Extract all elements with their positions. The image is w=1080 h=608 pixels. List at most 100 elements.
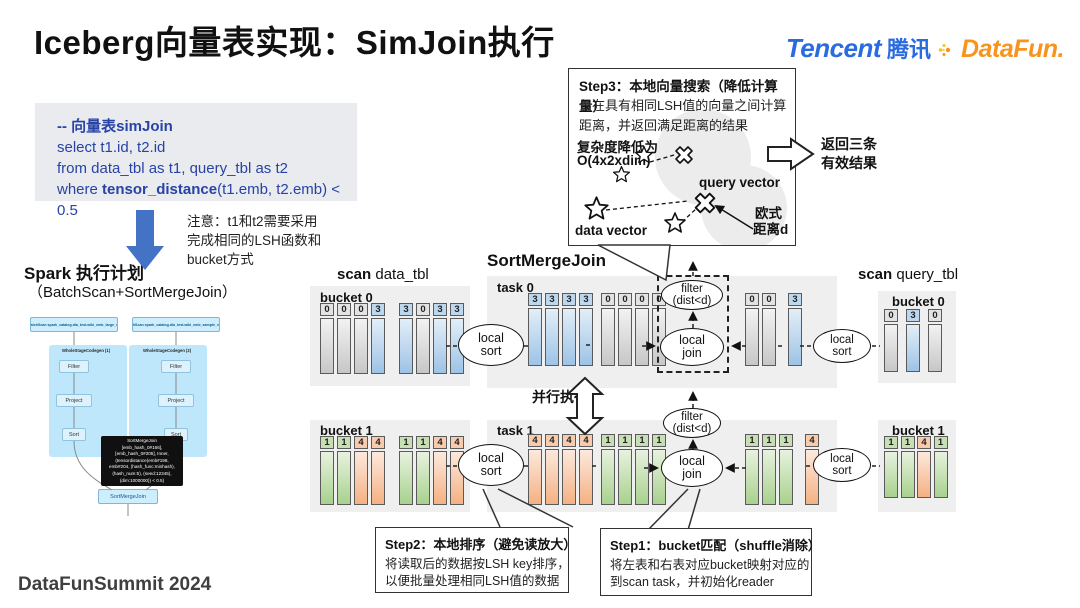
step1-line2: 到scan task，并初始化reader [610,575,774,589]
lsh-bar-column: 4 [579,434,593,505]
lsh-value-chip: 0 [762,293,776,306]
lsh-bar-column: 1 [884,436,898,498]
tencent-cn-logo: 腾讯 [887,37,932,62]
bucket1-left-label: bucket 1 [320,423,373,438]
result-label: 返回三条 有效结果 [821,135,877,173]
dag-stage-label-right: WholeStageCodegen (2) [143,348,192,353]
lsh-value-chip: 1 [900,436,915,449]
note-line: bucket方式 [187,252,254,267]
query-vector-label: query vector [699,175,781,190]
euclid-dist-label2: 距离d [753,222,789,237]
step3-title: Step3：本地向量搜索（降低计算量） [579,79,778,114]
footer-brand: DataFunSummit 2024 [18,574,212,595]
step1-title: Step1：bucket匹配（shuffle消除） [610,538,821,553]
step1-callout: Step1：bucket匹配（shuffle消除） 将左表和右表对应bucket… [600,528,821,596]
lsh-value-chip: 4 [562,434,576,447]
bucket0-right-label: bucket 0 [892,294,945,309]
sql-line-where: where tensor_distance(t1.emb, t2.emb) < … [57,181,341,219]
lsh-value-chip: 0 [928,309,942,322]
step3-complexity2: O(4x2xdim) [577,153,651,168]
data-file-bar [601,308,615,366]
data-file-bar [416,318,430,374]
euclid-dist-label1: 欧式 [755,206,782,221]
dag-filter-left: Filter [59,360,89,373]
data-file-bar [354,451,368,505]
step3-callout: Step3：本地向量搜索（降低计算量） 仅在具有相同LSH值的向量之间计算 距离… [568,68,796,246]
dag-batchscan-left: BatchScan spark_catalog.dla_test.wiki_em… [30,317,118,332]
dag-stage-label-left: WholeStageCodegen (1) [62,348,111,353]
spark-plan-heading: Spark 执行计划 [24,264,144,283]
logo-area: Tencent 腾讯 DataFun. [785,32,1065,64]
lsh-bar-column: 3 [433,303,447,374]
step3-body2: 距离，并返回满足距离的结果 [579,118,749,133]
scan-query-tbl-label: scan query_tbl [858,266,959,283]
lsh-value-chip: 1 [618,434,632,447]
tencent-logo: Tencent [785,33,882,63]
lsh-value-chip: 3 [371,303,385,316]
lsh-bar-column: 0 [320,303,334,374]
lsh-bar-column: 1 [900,436,915,498]
step2-line2: 以便批量处理相同LSH值的数据 [385,574,560,588]
lsh-value-chip: 4 [579,434,593,447]
lsh-value-chip: 3 [788,293,802,306]
lsh-value-chip: 3 [545,293,559,306]
lsh-bar-column: 1 [779,434,793,505]
lsh-value-chip: 3 [579,293,593,306]
lsh-bar-column: 1 [416,436,430,505]
lsh-bar-column: 4 [433,436,447,505]
sql-line-select: select t1.id, t2.id [57,139,166,156]
lsh-value-chip: 0 [416,303,430,316]
step2-callout: Step2：本地排序（避免读放大） 将读取后的数据按LSH key排序， 以便批… [375,527,576,593]
lsh-bar-column: 0 [762,293,776,366]
datafun-logo: DataFun. [961,35,1064,63]
lsh-bar-column: 4 [371,436,385,505]
lsh-bar-column: 1 [933,436,948,498]
lsh-value-chip: 0 [354,303,368,316]
data-file-bar [545,449,559,505]
lsh-value-chip: 3 [450,303,464,316]
lsh-bar-column: 0 [354,303,368,374]
lsh-value-chip: 3 [906,309,920,322]
lsh-value-chip: 1 [745,434,759,447]
lsh-bar-column: 0 [601,293,615,366]
lsh-value-chip: 3 [399,303,413,316]
parallel-exec-label: 并行执行 [532,389,588,405]
data-file-bar [562,308,576,366]
data-file-bar [906,324,920,372]
lsh-value-chip: 1 [601,434,615,447]
lsh-bar-column: 4 [528,434,542,505]
task0-label: task 0 [497,280,534,295]
data-file-bar [762,308,776,366]
lsh-value-chip: 1 [635,434,649,447]
sql-code-box: -- 向量表simJoin select t1.id, t2.id from d… [35,103,357,219]
lsh-bar-column: 1 [320,436,334,505]
spark-plan-subheading: （BatchScan+SortMergeJoin） [28,284,237,301]
lsh-value-chip: 1 [320,436,334,449]
dag-join-tooltip: SortMergeJoin[emb_hash_0#166],[emb_hash_… [101,436,183,486]
data-file-bar [933,451,948,498]
filter-ellipse-task0: filter(dist<d) [661,280,723,310]
data-file-bar [745,308,759,366]
data-file-bar [884,324,898,372]
data-file-bar [635,308,649,366]
bucket1-right-label: bucket 1 [892,423,945,438]
lsh-value-chip: 1 [762,434,776,447]
data-file-bar [354,318,368,374]
lsh-bar-column: 0 [337,303,351,374]
lsh-bar-column: 3 [562,293,576,366]
data-file-bar [433,451,447,505]
